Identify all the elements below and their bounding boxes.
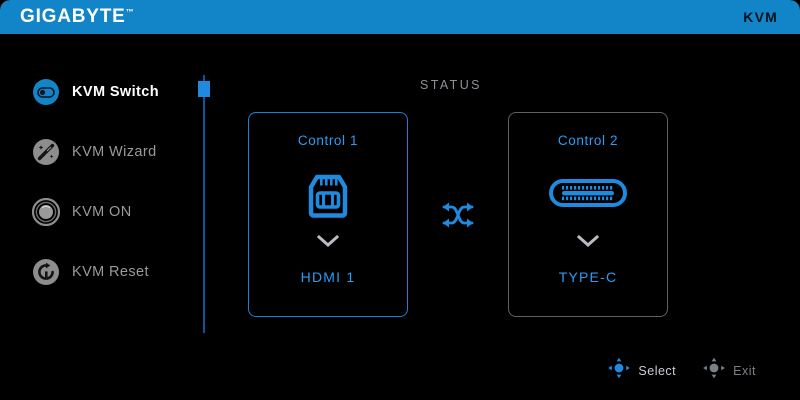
control-panel-1[interactable]: Control 1 HDMI 1 <box>248 112 408 317</box>
sidebar-scrollbar-thumb[interactable] <box>198 81 210 97</box>
sidebar-item-kvm-switch[interactable]: KVM Switch <box>0 70 200 114</box>
shuffle-swap-icon <box>436 200 480 230</box>
reset-circular-arrow-icon <box>32 258 60 286</box>
magic-wand-icon <box>32 138 60 166</box>
joystick-dpad-icon <box>607 357 631 384</box>
hdmi-connector-icon <box>297 164 359 222</box>
gigabyte-logo: GIGABYTE™ <box>20 6 134 28</box>
sidebar-item-kvm-reset[interactable]: KVM Reset <box>0 250 200 294</box>
footer-label: Exit <box>733 363 756 378</box>
control-panel-2[interactable]: Control 2 <box>508 112 668 317</box>
control-panel-source: HDMI 1 <box>300 269 356 285</box>
sidebar-menu: KVM Switch KVM Wizard <box>0 34 200 400</box>
control-panel-title: Control 1 <box>297 133 359 148</box>
sidebar-scrollbar-track[interactable] <box>203 75 205 333</box>
sidebar-item-kvm-wizard[interactable]: KVM Wizard <box>0 130 200 174</box>
toggle-switch-icon <box>32 78 60 106</box>
page-title: KVM <box>743 9 778 25</box>
chevron-down-icon <box>316 234 340 253</box>
control-panel-title: Control 2 <box>557 133 619 148</box>
trademark-symbol: ™ <box>125 7 134 17</box>
sidebar-item-label: KVM Reset <box>72 264 149 280</box>
chevron-down-icon <box>576 234 600 253</box>
footer-hints: Select Exit <box>607 357 756 384</box>
exit-hint-button[interactable]: Exit <box>702 357 756 384</box>
status-heading: STATUS <box>420 78 482 92</box>
select-hint-button[interactable]: Select <box>607 357 676 384</box>
control-panel-source: TYPE-C <box>558 269 618 285</box>
header-bar: GIGABYTE™ KVM <box>0 0 800 34</box>
joystick-dpad-icon <box>702 357 726 384</box>
sidebar-item-label: KVM ON <box>72 204 132 220</box>
brand-text: GIGABYTE <box>20 6 126 27</box>
power-knob-icon <box>32 198 60 226</box>
sidebar-item-kvm-on[interactable]: KVM ON <box>0 190 200 234</box>
sidebar-item-label: KVM Wizard <box>72 144 157 160</box>
usb-type-c-connector-icon <box>548 164 628 222</box>
sidebar-item-label: KVM Switch <box>72 84 159 100</box>
control-panels-container: Control 1 HDMI 1 <box>248 112 668 317</box>
footer-label: Select <box>638 363 677 378</box>
